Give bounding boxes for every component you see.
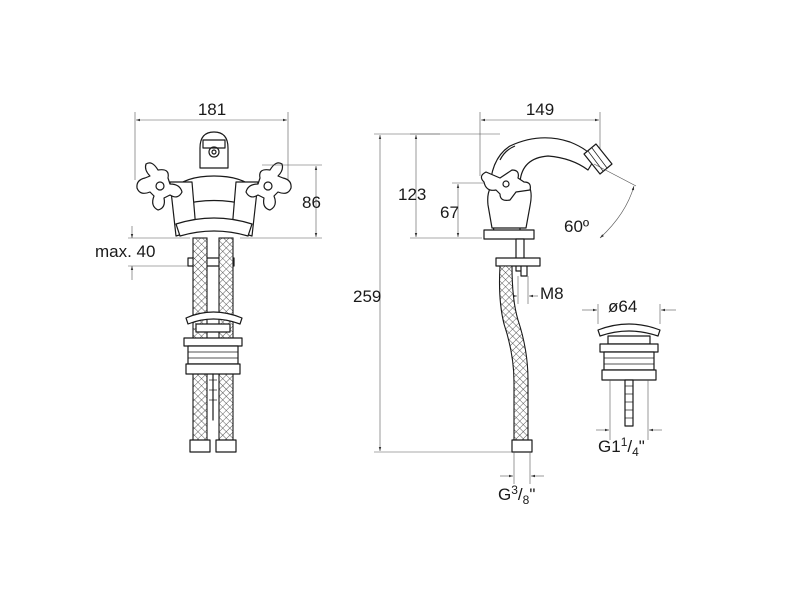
dim-259-label: 259	[353, 287, 381, 306]
front-view: 181	[95, 100, 322, 453]
right-cross-handle-icon	[245, 162, 292, 211]
waste-diameter-dimension: ø64	[582, 297, 676, 324]
waste-thread-label: G11/4"	[598, 435, 645, 459]
waste-thread-dimension: G11/4"	[596, 380, 662, 459]
dim-181-label: 181	[198, 100, 226, 119]
dim-67-label: 67	[440, 203, 459, 222]
dim-m8-label: M8	[540, 284, 564, 303]
side-hose	[498, 265, 529, 441]
side-spout-angle-dimension: 60º	[564, 163, 637, 239]
side-faucet-body	[480, 137, 613, 277]
inlet-thread-label: G3/8"	[498, 483, 535, 507]
dim-86-label: 86	[302, 193, 321, 212]
side-inlet-thread-dimension: G3/8"	[498, 452, 544, 507]
front-waste-body	[183, 337, 243, 421]
waste-view: ø64 G11/4"	[582, 297, 676, 459]
front-faucet-body	[136, 131, 292, 237]
front-width-dimension: 181	[134, 100, 289, 180]
side-rod-thread-dimension: M8	[506, 276, 564, 304]
dim-max40-label: max. 40	[95, 242, 155, 261]
side-spout-height-123-dimension: 123	[398, 133, 482, 239]
side-cross-handle-icon	[480, 169, 531, 201]
front-height-86-dimension: 86	[240, 164, 322, 239]
dim-149-label: 149	[526, 100, 554, 119]
side-hose-nut	[511, 439, 533, 453]
front-right-hose-nut	[215, 439, 237, 453]
dim-60-angle-label: 60º	[564, 217, 589, 236]
dim-123-label: 123	[398, 185, 426, 204]
left-cross-handle-icon	[136, 162, 183, 211]
side-view: 149 259 123 67	[353, 100, 637, 507]
front-left-hose-nut	[189, 439, 211, 453]
front-waste-plug	[185, 311, 243, 333]
waste-diameter-label: ø64	[608, 297, 637, 316]
waste-valve	[597, 323, 661, 427]
front-mounting-plate	[187, 257, 235, 267]
side-depth-149-dimension: 149	[479, 100, 601, 176]
side-handle-height-67-dimension: 67	[440, 182, 492, 237]
front-max40-dimension: max. 40	[95, 226, 190, 280]
side-mounting-plate	[495, 257, 541, 267]
